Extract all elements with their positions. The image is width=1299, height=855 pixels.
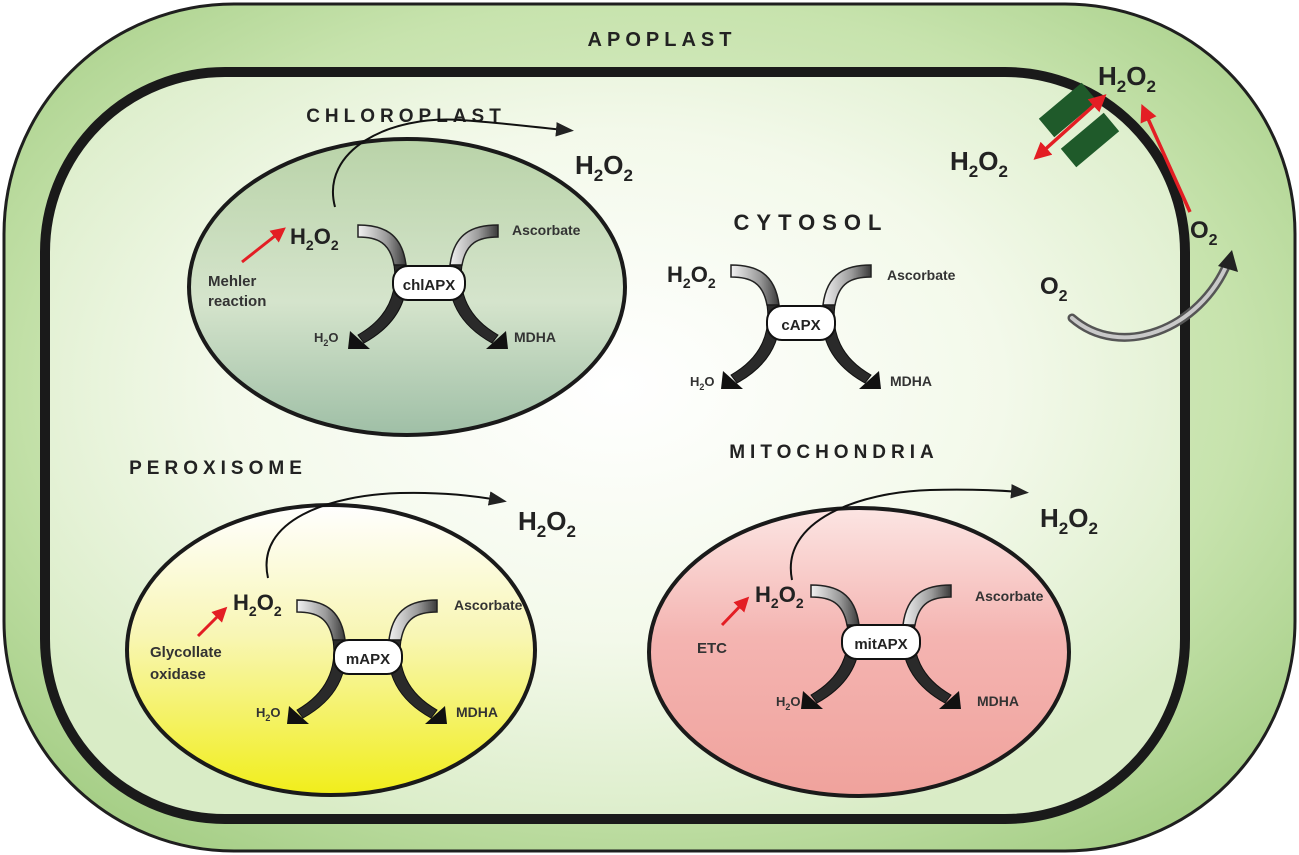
peroxisome-label: PEROXISOME: [129, 458, 307, 479]
chloroplast-h2o2: H2O2: [290, 224, 339, 253]
chloroplast-ascorbate: Ascorbate: [512, 222, 581, 238]
cytosol-mdha: MDHA: [890, 373, 932, 389]
peroxisome-enzyme: mAPX: [346, 651, 390, 668]
peroxisome-h2o2: H2O2: [233, 590, 282, 619]
chloroplast-enzyme-box: [392, 265, 466, 301]
chloroplast-source-line1: Mehler: [208, 273, 257, 290]
mitochondria-label: MITOCHONDRIA: [729, 442, 939, 463]
chloroplast-source-arrow: [241, 227, 286, 264]
mitochondria-source-arrow: [720, 596, 750, 627]
mitochondria-h2o2: H2O2: [755, 582, 804, 611]
apoplast-h2o2: H2O2: [1098, 61, 1156, 96]
mitochondria-enzyme-box: [841, 624, 921, 660]
chloroplast-enzyme: chlAPX: [403, 277, 456, 294]
chloroplast-water: H2O: [314, 330, 339, 348]
apoplast-transport: [1033, 94, 1238, 342]
mitochondria-ascorbate: Ascorbate: [975, 588, 1044, 604]
mitochondria-exported-h2o2: H2O2: [1040, 503, 1098, 538]
cytosol-ascorbate: Ascorbate: [887, 267, 956, 283]
cytosol-label: CYTOSOL: [734, 210, 889, 235]
peroxisome: mAPX H2O2 Ascorbate H2O MDHA Glycollate …: [125, 491, 537, 797]
chloroplast: CHLOROPLAST chlAPX H2O2 Ascorbate H2O MD…: [187, 106, 627, 437]
cytosol-imported-h2o2: H2O2: [950, 146, 1008, 181]
cytosol-water: H2O: [690, 374, 715, 392]
cytosol-enzyme-box: [766, 305, 836, 341]
chloroplast-exported-h2o2: H2O2: [575, 150, 633, 185]
peroxisome-exported-h2o2: H2O2: [518, 506, 576, 541]
mitochondria-mdha: MDHA: [977, 693, 1019, 709]
chloroplast-label: CHLOROPLAST: [306, 106, 506, 127]
peroxisome-water: H2O: [256, 705, 281, 723]
chloroplast-source-line2: reaction: [208, 293, 266, 310]
mitochondria-water: H2O: [776, 694, 801, 712]
peroxisome-mdha: MDHA: [456, 704, 498, 720]
mitochondria: mitAPX H2O2 Ascorbate H2O MDHA ETC: [647, 484, 1071, 798]
apoplast-label: APOPLAST: [588, 29, 737, 51]
peroxisome-enzyme-box: [333, 639, 403, 675]
peroxisome-ascorbate: Ascorbate: [454, 597, 523, 613]
cytosol-enzyme: cAPX: [781, 317, 820, 334]
mitochondria-enzyme: mitAPX: [854, 636, 907, 653]
mitochondria-source: ETC: [697, 640, 727, 657]
peroxisome-source-line2: oxidase: [150, 666, 206, 683]
cytosol-o2: O2: [1040, 273, 1068, 305]
peroxisome-source-line1: Glycollate: [150, 644, 222, 661]
peroxisome-source-arrow: [196, 606, 228, 638]
apoplast-o2: O2: [1190, 217, 1218, 249]
cytosol-h2o2: H2O2: [667, 262, 716, 291]
chloroplast-mdha: MDHA: [514, 329, 556, 345]
